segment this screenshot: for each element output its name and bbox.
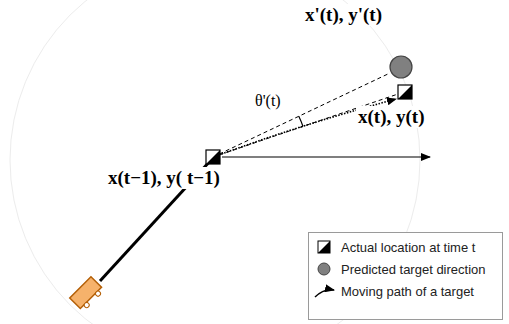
reference-axis [222,156,430,157]
legend-text: Moving path of a target [341,284,474,299]
predicted-coordinate: x'(t), y'(t) [303,4,384,26]
previous-marker [206,150,220,164]
legend-text: Actual location at time t [341,240,475,255]
actual-marker [398,85,412,99]
legend-path-icon [315,290,334,297]
legend-text: Predicted target direction [341,262,486,277]
legend-square-icon [318,241,330,253]
vehicle [70,277,105,312]
legend-circle-icon [318,263,330,275]
legend-box: Actual location at time t Predicted targe… [308,232,503,320]
predicted-marker [390,56,412,78]
previous-coordinate: x(t−1), y( t−1) [106,167,222,189]
actual-coordinate: x(t), y(t) [356,106,426,128]
angle-arc [299,116,303,126]
angle-label: θ'(t) [253,92,283,110]
